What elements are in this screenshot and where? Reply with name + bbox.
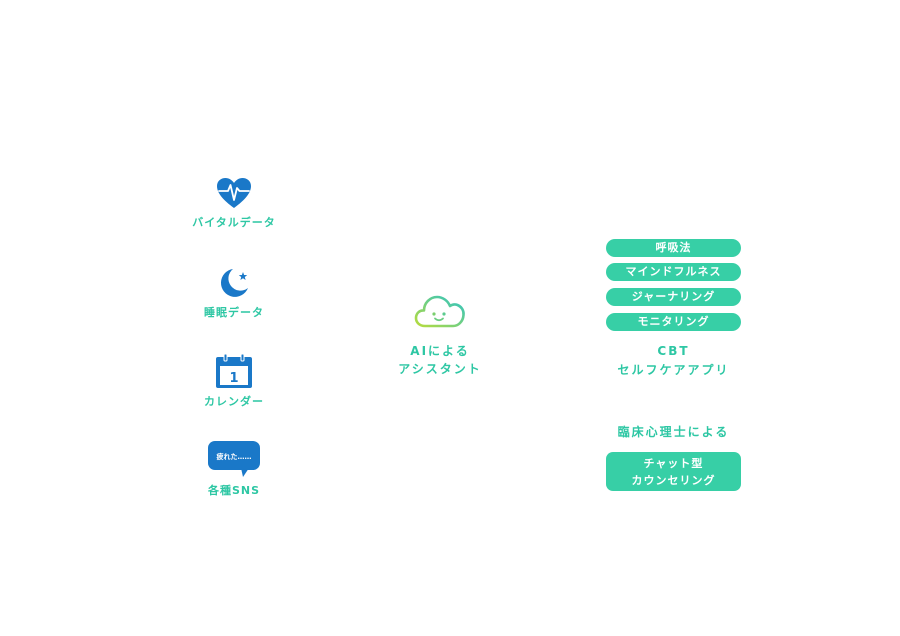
ai-assistant-label-line1: AIによる — [410, 344, 470, 358]
counseling-line2: カウンセリング — [631, 474, 716, 487]
input-label: 各種SNS — [207, 484, 261, 497]
input-calendar: 1 カレンダー — [174, 353, 294, 409]
cbt-item-mindfulness: マインドフルネス — [606, 263, 741, 281]
cbt-item-journaling: ジャーナリング — [606, 288, 741, 306]
moon-star-icon — [220, 269, 248, 297]
counseling-caption: 臨床心理士による — [617, 425, 730, 439]
input-sleep: 睡眠データ — [174, 266, 294, 320]
counseling-line1: チャット型 — [643, 457, 704, 470]
smiling-cloud-icon — [414, 295, 465, 328]
input-sns: 疲れた…… 各種SNS — [174, 440, 294, 498]
calendar-icon: 1 — [216, 353, 252, 388]
cbt-caption-line2: セルフケアアプリ — [617, 363, 730, 377]
input-label: バイタルデータ — [192, 216, 276, 229]
input-label: 睡眠データ — [204, 306, 264, 319]
counseling-box: チャット型 カウンセリング — [606, 452, 741, 491]
cbt-caption: CBT セルフケアアプリ — [586, 342, 761, 380]
ai-assistant-node: AIによる アシスタント — [380, 292, 500, 378]
input-label: カレンダー — [204, 395, 264, 408]
bubble-text: 疲れた…… — [217, 452, 252, 461]
ai-assistant-label-line2: アシスタント — [398, 362, 482, 376]
calendar-day: 1 — [229, 371, 238, 386]
cbt-item-breathing: 呼吸法 — [606, 239, 741, 257]
cbt-item-monitoring: モニタリング — [606, 313, 741, 331]
input-vital: バイタルデータ — [174, 176, 294, 230]
heart-pulse-icon — [217, 178, 251, 208]
cbt-caption-line1: CBT — [657, 344, 690, 358]
speech-bubble-icon: 疲れた…… — [208, 441, 260, 477]
